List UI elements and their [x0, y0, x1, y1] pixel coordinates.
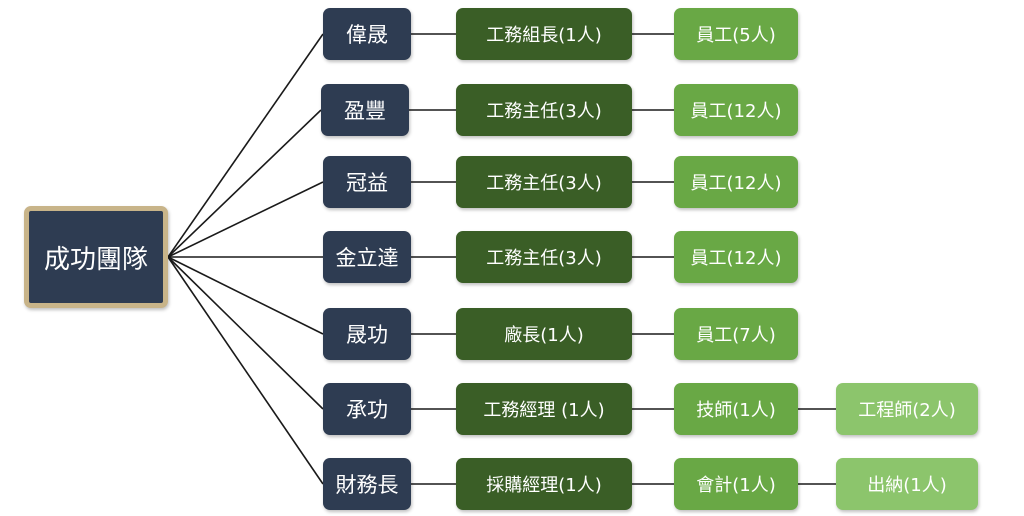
staff-node: 會計(1人) [674, 458, 798, 510]
lead-node: 工務主任(3人) [456, 231, 632, 283]
lead-node: 工務主任(3人) [456, 84, 632, 136]
connector [167, 33, 324, 258]
staff-node: 技師(1人) [674, 383, 798, 435]
staff-node: 員工(5人) [674, 8, 798, 60]
connector [167, 256, 324, 410]
lead-node: 廠長(1人) [456, 308, 632, 360]
connector [167, 256, 324, 335]
staff-node: 員工(12人) [674, 84, 798, 136]
root-node: 成功團隊 [24, 206, 168, 308]
branch-node: 晟功 [323, 308, 411, 360]
lead-node: 採購經理(1人) [456, 458, 632, 510]
staff-node: 員工(12人) [674, 231, 798, 283]
lead-node: 工務經理 (1人) [456, 383, 632, 435]
branch-node: 金立達 [323, 231, 411, 283]
connector [167, 181, 324, 258]
sub-staff-node: 出納(1人) [836, 458, 978, 510]
staff-node: 員工(7人) [674, 308, 798, 360]
connector [167, 109, 322, 258]
branch-node: 偉晟 [323, 8, 411, 60]
branch-node: 盈豐 [321, 84, 409, 136]
branch-node: 冠益 [323, 156, 411, 208]
connector [167, 256, 324, 485]
lead-node: 工務組長(1人) [456, 8, 632, 60]
branch-node: 承功 [323, 383, 411, 435]
lead-node: 工務主任(3人) [456, 156, 632, 208]
sub-staff-node: 工程師(2人) [836, 383, 978, 435]
branch-node: 財務長 [323, 458, 411, 510]
staff-node: 員工(12人) [674, 156, 798, 208]
